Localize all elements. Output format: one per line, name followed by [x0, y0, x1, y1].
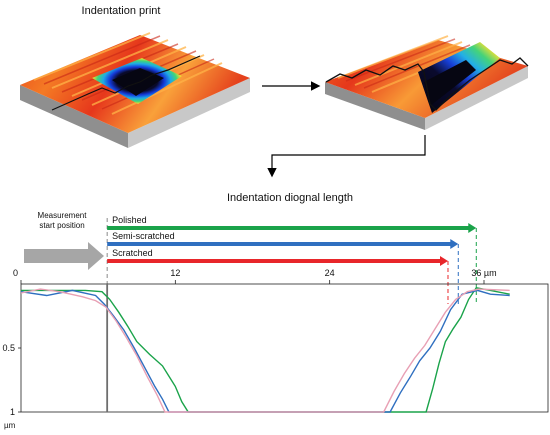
bar-semi-label: Semi-scratched — [112, 231, 175, 241]
bar-semi-head — [450, 239, 459, 249]
y-axis: 0.51 — [2, 343, 21, 417]
flow-arrow-down — [267, 135, 426, 178]
profile-line-semi — [20, 289, 510, 413]
bar-scratched: Scratched — [107, 248, 449, 304]
indentation-surface-3d — [20, 32, 250, 148]
y-unit-label: µm — [4, 421, 16, 430]
indentation-cross-section-3d — [325, 35, 529, 130]
bar-scratched-head — [439, 256, 448, 266]
x-tick-label: 36 µm — [471, 268, 496, 278]
x-tick-label: 12 — [170, 268, 180, 278]
profile-line-pink — [20, 288, 510, 413]
y-tick-label: 1 — [10, 407, 15, 417]
x-tick-label: 0 — [13, 268, 18, 278]
x-tick-label: 24 — [325, 268, 335, 278]
start-position-arrow — [24, 242, 104, 270]
measurement-start-line2: start position — [39, 221, 84, 230]
measurement-start-line1: Measurement — [38, 211, 88, 220]
y-tick-label: 0.5 — [2, 343, 15, 353]
profile-line-polished — [21, 287, 510, 413]
profile-lines — [20, 284, 510, 413]
bar-scratched-label: Scratched — [112, 248, 153, 258]
indentation-print-title: Indentation print — [82, 5, 161, 17]
measurement-start-label: Measurement start position — [38, 211, 88, 230]
bar-polished-head — [468, 223, 477, 233]
diagonal-length-caption: Indentation diognal length — [227, 192, 353, 204]
bar-polished-label: Polished — [112, 215, 147, 225]
bar-semi: Semi-scratched — [107, 231, 459, 304]
x-axis: 0 12 24 36 µm — [13, 268, 497, 284]
